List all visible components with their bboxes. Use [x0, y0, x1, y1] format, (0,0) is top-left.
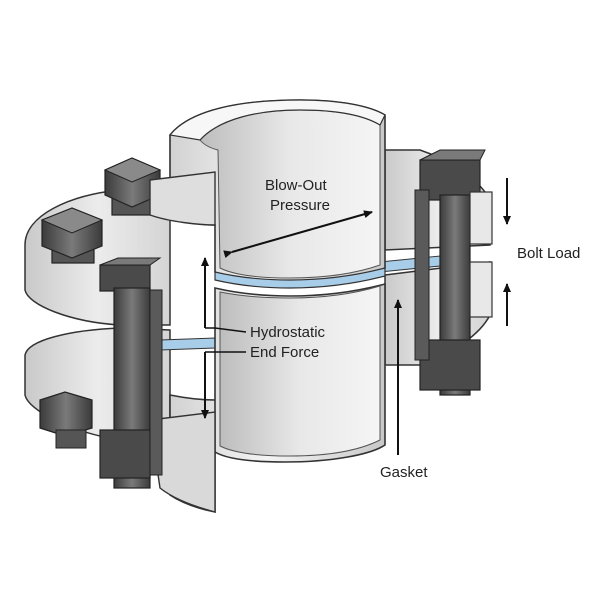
upper-pipe-bore — [199, 109, 381, 279]
blowout-label-line2: Pressure — [270, 197, 330, 214]
back-bolt-nut — [39, 391, 93, 449]
blowout-label-line1: Blow-Out — [265, 177, 328, 194]
back-bolt-1 — [103, 157, 162, 216]
gasket-band — [214, 267, 386, 289]
pipe — [149, 99, 386, 513]
hydrostatic-arrows — [201, 257, 247, 419]
pipe-top-rim — [168, 99, 386, 141]
bolt-load-label: Bolt Load — [517, 245, 580, 262]
blowout-pressure-arrow — [223, 210, 373, 259]
right-section-bolt — [414, 149, 493, 396]
hydrostatic-label-line1: Hydrostatic — [250, 324, 326, 341]
lower-pipe-bore — [219, 285, 381, 457]
left-section-bolt — [99, 257, 163, 489]
gasket-label: Gasket — [380, 464, 428, 481]
back-bolt-2 — [40, 207, 104, 264]
gasket-left — [159, 337, 216, 351]
upper-flange-front — [149, 171, 216, 226]
hydrostatic-label-line2: End Force — [250, 344, 319, 361]
lower-flange-front — [149, 411, 216, 513]
